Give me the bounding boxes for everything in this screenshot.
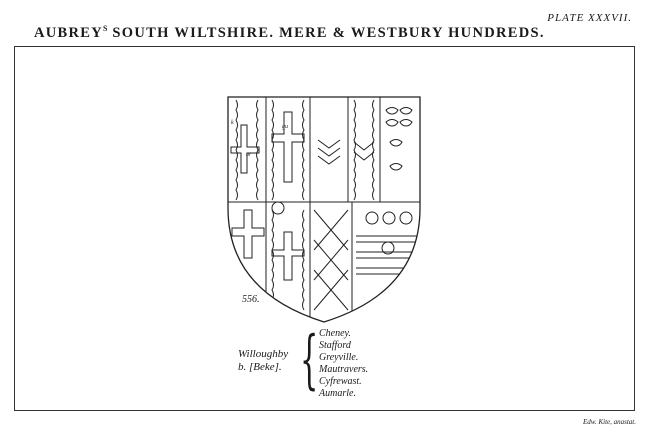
list-item: Cheney. <box>319 328 351 339</box>
list-item: Greyville. <box>319 352 359 363</box>
title-superscript: S <box>103 24 108 33</box>
title-prefix: AUBREY <box>34 24 104 41</box>
list-item: Aumarle. <box>319 388 356 399</box>
list-item: Mautravers. <box>319 364 369 375</box>
family-name: Willoughby b. [Beke]. <box>238 348 288 374</box>
tincture-k: k <box>231 120 234 126</box>
shield-number: 556. <box>242 294 260 305</box>
tincture-or: or <box>246 152 252 158</box>
tincture-gu: gu <box>282 124 288 130</box>
plate-frame <box>14 46 635 411</box>
title-rest: SOUTH WILTSHIRE. MERE & WESTBURY HUNDRED… <box>107 24 545 41</box>
family-name-line1: Willoughby <box>238 348 289 360</box>
plate-label: PLATE XXXVII. <box>547 12 632 24</box>
brace-glyph: { <box>300 323 319 397</box>
page-title: AUBREYS SOUTH WILTSHIRE. MERE & WESTBURY… <box>34 24 634 42</box>
list-item: Stafford <box>319 340 351 351</box>
list-item: Cyfrewast. <box>319 376 362 387</box>
engraver-credit: Edw. Kite, anastat. <box>583 418 636 426</box>
family-name-line2: b. [Beke]. <box>238 361 282 373</box>
quarterings-list: Cheney. Stafford Greyville. Mautravers. … <box>319 328 368 400</box>
